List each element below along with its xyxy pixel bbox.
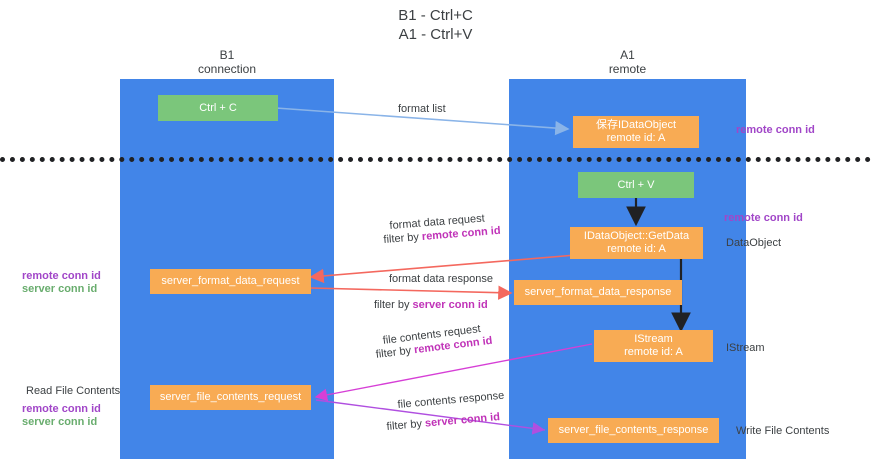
- edge-label-format-data-response-filter: filter by server conn id: [374, 298, 488, 312]
- side-label-write-file-contents: Write File Contents: [736, 425, 830, 437]
- box-idataobject[interactable]: 保存IDataObject remote id: A: [573, 116, 699, 148]
- lane-a1-name: A1: [620, 48, 635, 62]
- box-server-format-data-response[interactable]: server_format_data_response: [514, 280, 682, 305]
- side-label-left-remote-conn-id-mid: remote conn id: [22, 270, 101, 282]
- edge-label-format-list: format list: [398, 103, 446, 115]
- phase-divider: [0, 157, 871, 162]
- lane-b1-name: B1: [219, 48, 235, 62]
- filter-prefix-3: filter by: [375, 344, 415, 361]
- filter-prefix-4: filter by: [386, 417, 426, 433]
- diagram-title: B1 - Ctrl+C A1 - Ctrl+V: [0, 6, 871, 44]
- side-label-istream: IStream: [726, 342, 765, 354]
- title-line-1: B1 - Ctrl+C: [398, 7, 473, 24]
- box-ctrl-c[interactable]: Ctrl + C: [158, 95, 278, 121]
- box-server-file-contents-request[interactable]: server_file_contents_request: [150, 385, 311, 410]
- side-label-remote-conn-id-top: remote conn id: [736, 124, 815, 136]
- lane-a1-sub: remote: [608, 62, 647, 76]
- edge-label-file-contents-response: file contents response: [397, 389, 505, 411]
- arrow-format-data-response: [310, 285, 513, 300]
- lane-header-b1: B1 connection: [120, 48, 334, 76]
- box-server-format-data-response-label: server_format_data_response: [524, 286, 672, 298]
- box-server-file-contents-response-label: server_file_contents_response: [558, 424, 709, 436]
- filter-key-server-conn-id-2: server conn id: [424, 411, 501, 430]
- box-ctrl-v-label: Ctrl + V: [617, 178, 655, 191]
- side-label-left-remote-conn-id-bot: remote conn id: [22, 403, 101, 415]
- box-getdata[interactable]: IDataObject::GetData remote id: A: [570, 227, 703, 259]
- side-label-remote-conn-id-mid: remote conn id: [724, 212, 803, 224]
- side-label-read-file-contents: Read File Contents: [26, 385, 121, 397]
- filter-prefix-1: filter by: [383, 230, 423, 246]
- box-server-file-contents-request-label: server_file_contents_request: [159, 391, 302, 403]
- box-getdata-label: IDataObject::GetData: [583, 230, 690, 242]
- side-label-dataobject: DataObject: [726, 237, 782, 249]
- box-istream-sub: remote id: A: [624, 346, 683, 358]
- box-idataobject-sub: remote id: A: [606, 132, 666, 144]
- edge-label-format-data-response: format data response: [389, 273, 493, 285]
- box-istream[interactable]: IStream remote id: A: [594, 330, 713, 362]
- box-ctrl-v[interactable]: Ctrl + V: [578, 172, 694, 198]
- edge-label-file-contents-response-filter: filter by server conn id: [386, 410, 501, 434]
- box-server-format-data-request-label: server_format_data_request: [161, 275, 300, 287]
- box-server-file-contents-response[interactable]: server_file_contents_response: [548, 418, 719, 443]
- box-ctrl-c-label: Ctrl + C: [199, 101, 237, 114]
- side-label-left-server-conn-id-bot: server conn id: [22, 416, 98, 428]
- box-server-format-data-request[interactable]: server_format_data_request: [150, 269, 311, 294]
- side-label-left-server-conn-id-mid: server conn id: [22, 283, 98, 295]
- filter-prefix-2: filter by: [374, 299, 413, 311]
- lane-header-a1: A1 remote: [509, 48, 746, 76]
- filter-key-server-conn-id-1: server conn id: [412, 299, 488, 311]
- box-istream-label: IStream: [634, 333, 673, 345]
- box-getdata-sub: remote id: A: [607, 243, 666, 255]
- lane-b1-sub: connection: [197, 62, 257, 76]
- title-line-2: A1 - Ctrl+V: [398, 26, 473, 43]
- box-idataobject-label: 保存IDataObject: [595, 119, 677, 131]
